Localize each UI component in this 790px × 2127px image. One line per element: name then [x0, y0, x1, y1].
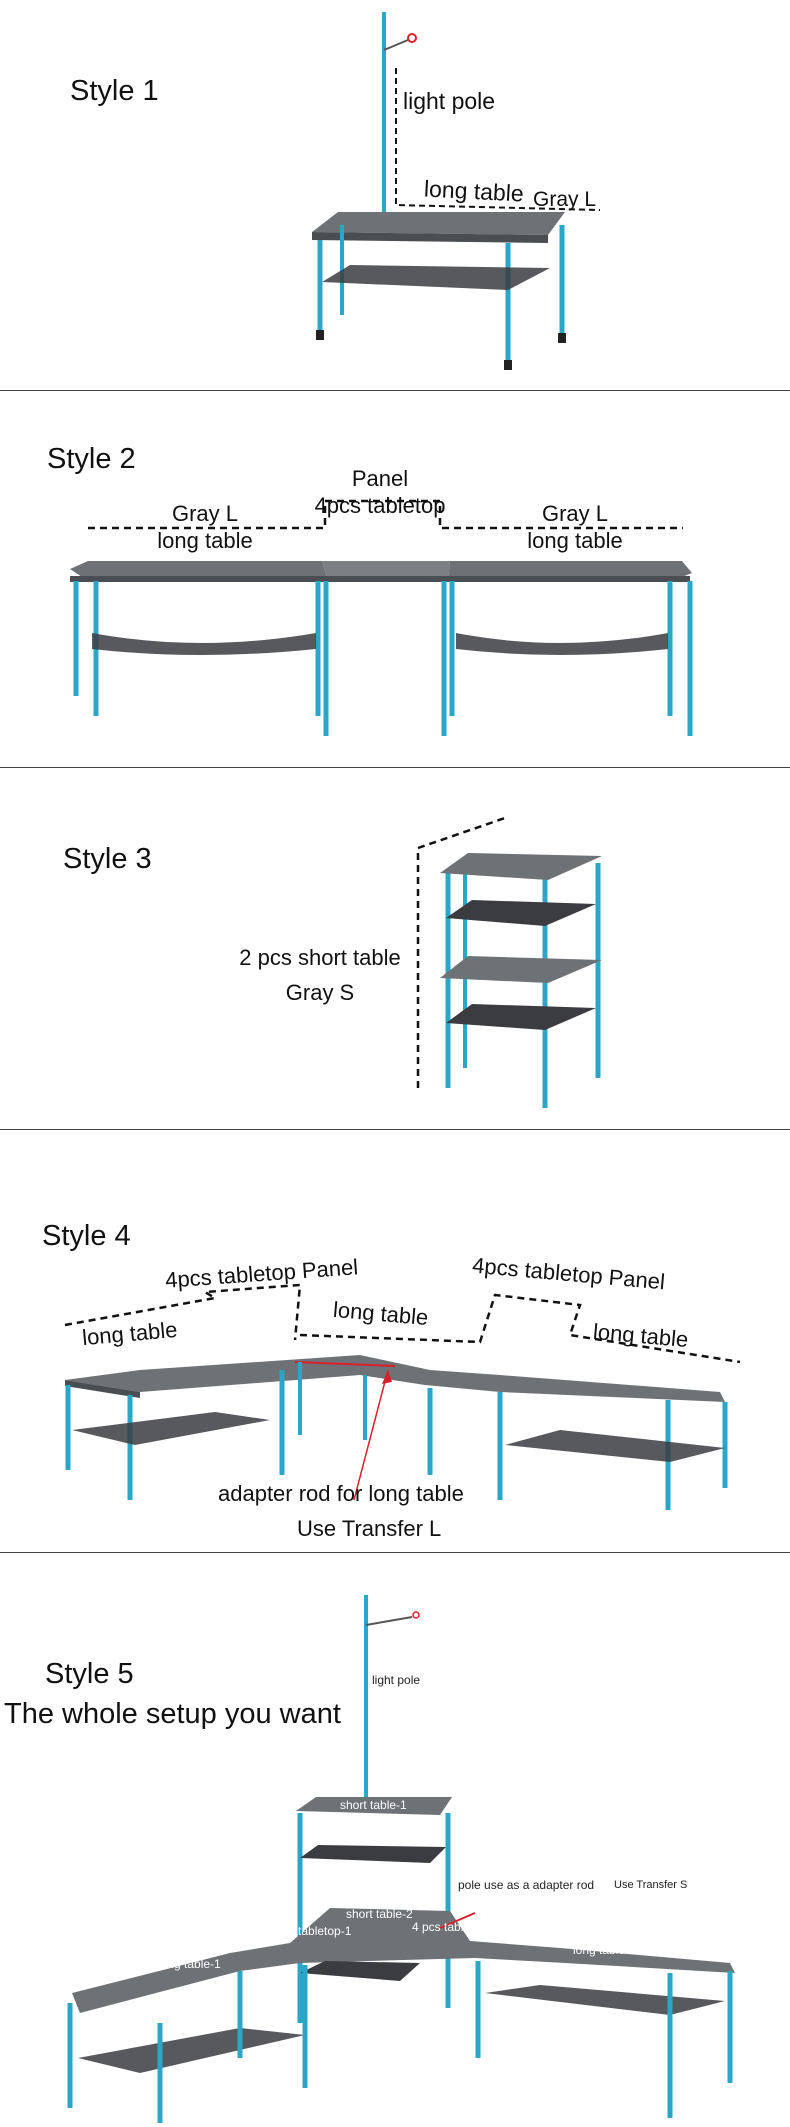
- style3-label: 2 pcs short table Gray S: [225, 940, 415, 1010]
- style5-tabletop2-label: 4 pcs tabletop-2: [412, 1920, 498, 1934]
- style2-right-line1: Gray L: [541, 501, 609, 526]
- style3-section: Style 3 2 pcs short table Gray S: [0, 768, 790, 1129]
- style2-title: Style 2: [47, 443, 136, 475]
- style5-tabletop1-label: 4 pcs tabletop-1: [266, 1924, 352, 1938]
- style2-center-label: Panel 4pcs tabletop: [305, 465, 455, 519]
- style2-center-line2: 4pcs tabletop: [314, 493, 446, 518]
- style3-title: Style 3: [63, 843, 152, 875]
- style2-section: Style 2 Gray L long table Panel 4pcs tab…: [0, 391, 790, 767]
- style2-left-label: Gray L long table: [150, 500, 260, 554]
- divider-4: [0, 1552, 790, 1553]
- style1-title: Style 1: [70, 75, 159, 107]
- style1-section: Style 1 light pole long table Gray L: [0, 0, 790, 390]
- style4-transfer-label: Use Transfer L: [297, 1516, 442, 1541]
- divider-1: [0, 390, 790, 391]
- style2-illustration: [70, 499, 693, 736]
- style1-gray-l-label: Gray L: [533, 188, 597, 211]
- style5-transfer-s-label: Use Transfer S: [614, 1879, 688, 1891]
- style5-pole-adapter-label: pole use as a adapter rod: [458, 1878, 595, 1892]
- style2-left-line1: Gray L: [171, 501, 239, 526]
- style4-adapter-label: adapter rod for long table: [218, 1481, 464, 1506]
- style5-light-pole-label: light pole: [372, 1673, 421, 1687]
- style5-short1-label: short table-1: [340, 1798, 407, 1812]
- style3-illustration: [416, 816, 602, 1108]
- style2-right-label: Gray L long table: [515, 500, 635, 554]
- divider-3: [0, 1129, 790, 1130]
- style4-title: Style 4: [42, 1220, 131, 1252]
- style5-long2-label: long table-2: [573, 1943, 636, 1957]
- style2-left-line2: long table: [157, 528, 253, 553]
- style2-center-line1: Panel: [351, 466, 409, 491]
- style1-illustration: [312, 12, 601, 370]
- style2-right-line2: long table: [527, 528, 623, 553]
- style4-illustration: [64, 1283, 741, 1510]
- divider-2: [0, 767, 790, 768]
- style5-illustration: [67, 1595, 735, 2123]
- style5-title: Style 5: [45, 1658, 134, 1690]
- style4-section: Style 4 4pcs tabletop Panel 4pcs tableto…: [0, 1130, 790, 1552]
- style3-line1: 2 pcs short table: [239, 945, 401, 970]
- style5-short2-label: short table-2: [346, 1907, 413, 1921]
- style1-light-pole-label: light pole: [403, 88, 496, 114]
- style5-long1-label: long table-1: [158, 1957, 221, 1971]
- style1-long-table-label: long table: [423, 175, 525, 207]
- style5-subtitle: The whole setup you want: [4, 1698, 341, 1730]
- style3-line2: Gray S: [285, 980, 355, 1005]
- style5-section: Style 5 The whole setup you want light p…: [0, 1553, 790, 2127]
